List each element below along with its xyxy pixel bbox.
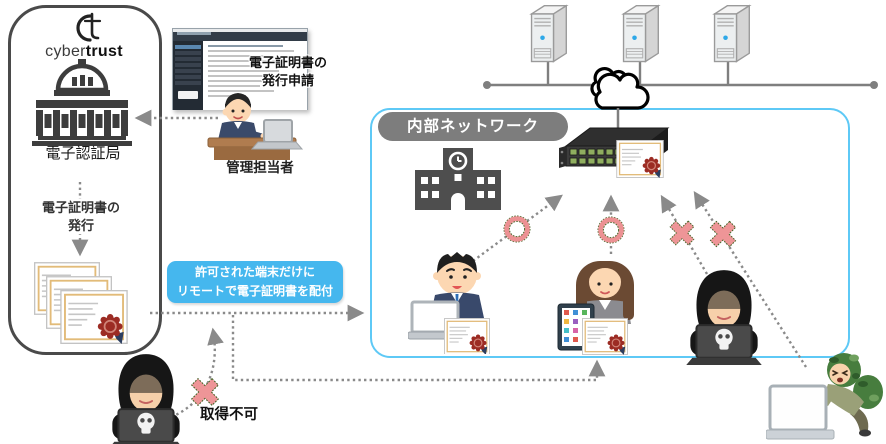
distribute-arrow-woman xyxy=(231,315,606,382)
thumbnail-titlebar xyxy=(173,32,307,41)
cloud-icon xyxy=(590,67,650,110)
manager-label: 管理担当者 xyxy=(226,160,294,175)
man-certificate-icon xyxy=(444,318,490,354)
cybertrust-logo: cybertrust xyxy=(30,8,138,62)
manager-illustration xyxy=(207,93,304,160)
wan-servers-diagram xyxy=(483,5,878,110)
employee-man-illustration xyxy=(408,252,490,354)
thumbnail-content xyxy=(203,41,307,110)
hacker-outside-illustration xyxy=(107,352,185,444)
network-switch-icon xyxy=(559,127,670,178)
thief-to-switch-arrow xyxy=(693,190,808,368)
logo-trust: trust xyxy=(85,43,123,60)
man-to-switch-arrow xyxy=(472,194,563,262)
certification-authority-building-icon xyxy=(32,59,132,146)
authority-label: 電子認証局 xyxy=(45,145,121,162)
thumbnail-sidebar xyxy=(173,41,203,110)
employee-woman-illustration xyxy=(557,261,634,355)
blocked-cross-icon xyxy=(666,217,698,249)
hacker-inside-illustration xyxy=(685,269,763,366)
internal-network-label: 内部ネットワーク xyxy=(378,112,568,141)
permitted-ring-icon xyxy=(596,215,626,245)
permitted-ring-icon xyxy=(502,214,532,244)
cybertrust-logo-mark-icon xyxy=(76,12,102,42)
switch-certificate-icon xyxy=(616,140,664,178)
school-building-icon xyxy=(415,148,501,210)
thief-failing-illustration xyxy=(766,353,883,440)
logo-cyber: cyber xyxy=(45,43,86,60)
distribution-callout: 許可された端末だけに リモートで電子証明書を配付 xyxy=(167,261,343,303)
woman-certificate-icon xyxy=(582,318,628,355)
blocked-cross-icon xyxy=(706,217,740,251)
thumbnail-logo-chip xyxy=(178,91,198,99)
cybertrust-logo-text: cybertrust xyxy=(30,43,138,61)
blocked-label: 取得不可 xyxy=(200,407,258,423)
hacker-to-switch-arrow xyxy=(660,194,709,275)
request-label: 電子証明書の 発行申請 xyxy=(248,55,327,88)
issue-label: 電子証明書の 発行 xyxy=(30,199,132,235)
